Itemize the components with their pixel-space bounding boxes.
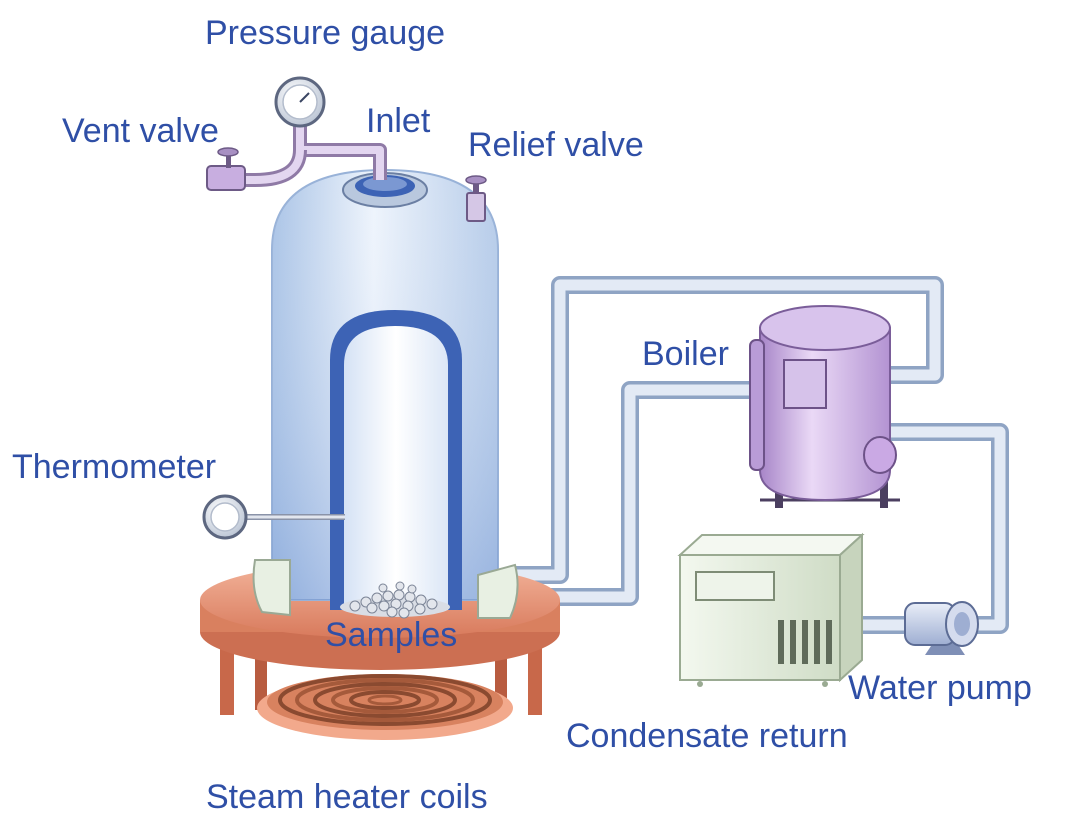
label-steam-heater-coils: Steam heater coils bbox=[206, 778, 488, 816]
steam-heater-coils bbox=[257, 674, 513, 740]
pressure-gauge-icon bbox=[274, 76, 326, 128]
label-pressure-gauge: Pressure gauge bbox=[205, 14, 445, 52]
water-pump bbox=[904, 601, 979, 655]
steam-pipes bbox=[501, 276, 1009, 634]
thermometer-icon bbox=[202, 494, 345, 540]
label-condensate-return: Condensate return bbox=[566, 717, 848, 755]
label-samples: Samples bbox=[325, 616, 457, 654]
relief-valve-icon bbox=[465, 175, 487, 222]
label-thermometer: Thermometer bbox=[12, 448, 216, 486]
samples-pile bbox=[340, 581, 450, 619]
label-vent-valve: Vent valve bbox=[62, 112, 219, 150]
vent-slots bbox=[778, 620, 832, 664]
condensate-return-unit bbox=[677, 532, 865, 687]
inlet-port bbox=[342, 172, 428, 208]
vent-valve-icon bbox=[206, 147, 246, 191]
diagram-labels: Pressure gauge Inlet Vent valve Relief v… bbox=[12, 14, 1032, 816]
label-boiler: Boiler bbox=[642, 335, 729, 373]
label-relief-valve: Relief valve bbox=[468, 126, 644, 164]
boiler bbox=[749, 305, 900, 508]
pressure-vessel bbox=[252, 168, 519, 619]
label-water-pump: Water pump bbox=[848, 669, 1032, 707]
label-inlet: Inlet bbox=[366, 102, 431, 140]
